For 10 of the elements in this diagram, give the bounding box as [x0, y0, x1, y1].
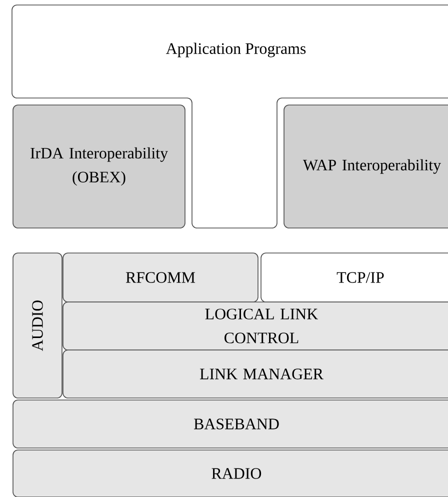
audio-box: AUDIO — [12, 252, 62, 398]
protocol-layer-box: BASEBAND — [12, 400, 448, 448]
protocol-layer-box: LINK MANAGER — [62, 350, 448, 398]
interoperability-box: WAP Interoperability — [284, 104, 448, 228]
protocol-layer-box: RADIO — [12, 450, 448, 497]
interoperability-box: IrDA Interoperability (OBEX) — [12, 104, 186, 228]
protocol-layer-box: LOGICAL LINK CONTROL — [62, 302, 448, 350]
protocol-layer-box: RFCOMM — [62, 252, 258, 302]
node-label: LOGICAL LINK CONTROL — [205, 308, 318, 344]
protocol-layer-box: TCP/IP — [260, 252, 448, 302]
